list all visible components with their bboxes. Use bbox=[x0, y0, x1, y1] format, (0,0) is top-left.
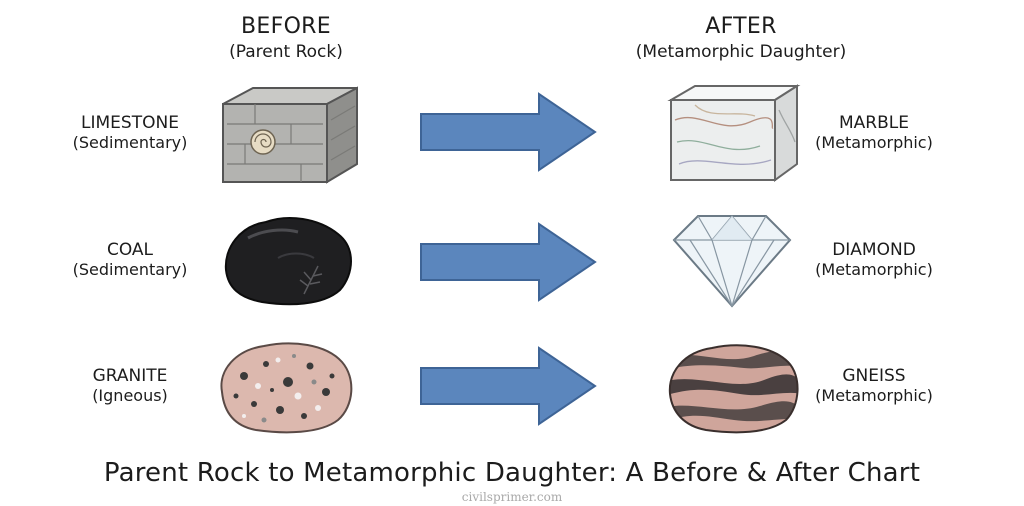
after-subtitle: (Metamorphic Daughter) bbox=[635, 42, 847, 62]
arrow-coal-to-diamond bbox=[420, 222, 597, 302]
limestone-block-icon bbox=[222, 86, 358, 184]
before-subtitle: (Parent Rock) bbox=[229, 42, 343, 62]
limestone-name: LIMESTONE bbox=[81, 113, 179, 133]
diamond-name: DIAMOND bbox=[832, 240, 916, 260]
gneiss-name: GNEISS bbox=[842, 366, 906, 386]
granite-name: GRANITE bbox=[92, 366, 168, 386]
marble-type: (Metamorphic) bbox=[815, 133, 933, 152]
limestone-type: (Sedimentary) bbox=[72, 133, 188, 152]
gneiss-label: GNEISS (Metamorphic) bbox=[806, 366, 942, 406]
granite-rock-icon bbox=[220, 342, 353, 434]
diamond-icon bbox=[672, 215, 792, 308]
before-title: BEFORE bbox=[241, 14, 331, 39]
coal-label: COAL (Sedimentary) bbox=[50, 240, 210, 280]
coal-name: COAL bbox=[106, 240, 154, 260]
arrow-granite-to-gneiss bbox=[420, 346, 597, 426]
coal-lump-icon bbox=[224, 217, 352, 306]
chart-caption: Parent Rock to Metamorphic Daughter: A B… bbox=[103, 458, 921, 488]
limestone-label: LIMESTONE (Sedimentary) bbox=[50, 113, 210, 153]
gneiss-type: (Metamorphic) bbox=[815, 386, 933, 405]
granite-label: GRANITE (Igneous) bbox=[50, 366, 210, 406]
marble-name: MARBLE bbox=[839, 113, 909, 133]
watermark: civilsprimer.com bbox=[461, 490, 563, 504]
diamond-type: (Metamorphic) bbox=[815, 260, 933, 279]
coal-type: (Sedimentary) bbox=[72, 260, 188, 279]
granite-type: (Igneous) bbox=[92, 386, 168, 405]
gneiss-rock-icon bbox=[668, 344, 799, 434]
marble-label: MARBLE (Metamorphic) bbox=[806, 113, 942, 153]
diamond-label: DIAMOND (Metamorphic) bbox=[806, 240, 942, 280]
marble-block-icon bbox=[667, 84, 801, 182]
arrow-limestone-to-marble bbox=[420, 92, 597, 172]
after-title: AFTER bbox=[705, 14, 777, 39]
